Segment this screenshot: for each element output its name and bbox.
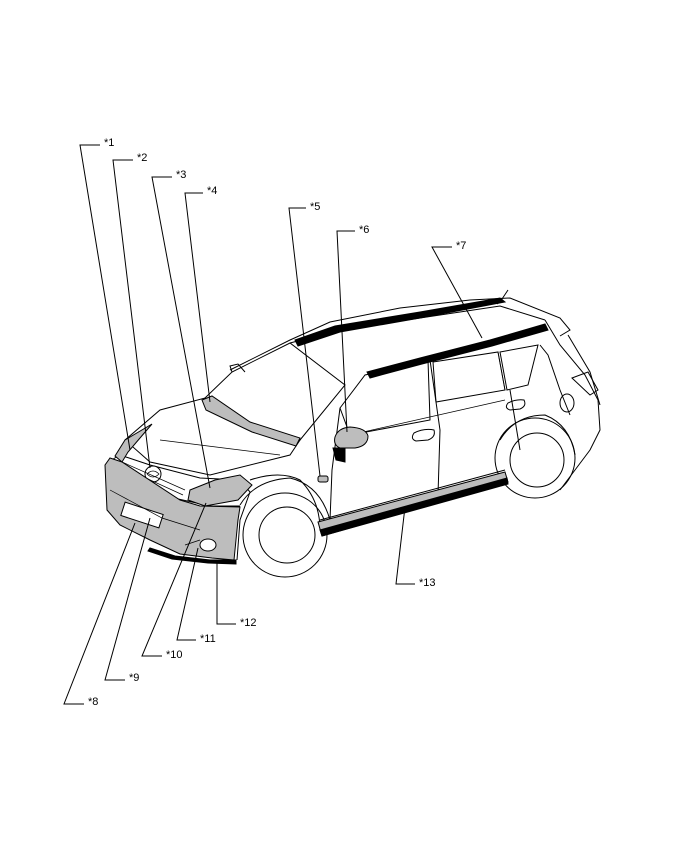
callout-label-13: *13 (419, 577, 436, 589)
leader-2 (112, 159, 151, 469)
callout-label-9: *9 (129, 672, 139, 684)
callout-labels: *1 *2 *3 *4 *5 *6 *7 *8 *9 *10 *11 *12 *… (88, 137, 466, 708)
callout-label-8: *8 (88, 696, 98, 708)
leader-11 (176, 547, 199, 641)
callout-label-7: *7 (456, 240, 466, 252)
vehicle-illustration (104, 289, 601, 578)
callout-label-3: *3 (176, 169, 186, 181)
callout-label-10: *10 (166, 649, 183, 661)
leader-8 (63, 522, 136, 705)
leader-7 (431, 246, 483, 339)
callout-label-11: *11 (200, 633, 216, 645)
leader-4 (184, 192, 211, 403)
callout-label-4: *4 (207, 185, 217, 197)
leader-1 (79, 144, 131, 451)
leader-12 (216, 562, 236, 625)
leader-6 (336, 230, 355, 433)
callout-label-2: *2 (137, 152, 147, 164)
leader-13 (395, 506, 415, 585)
leader-5 (288, 207, 321, 477)
callout-label-5: *5 (310, 201, 320, 213)
leader-9 (104, 517, 151, 681)
callout-label-1: *1 (104, 137, 114, 149)
callout-label-6: *6 (359, 224, 369, 236)
leader-10 (141, 502, 207, 657)
callout-label-12: *12 (240, 617, 257, 629)
callout-leaders (63, 144, 483, 705)
leader-3 (151, 176, 211, 489)
